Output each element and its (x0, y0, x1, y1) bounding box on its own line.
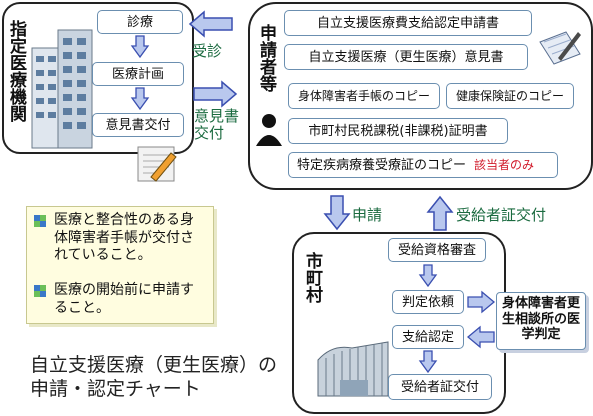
facility-step-opinion-issue: 意見書交付 (92, 113, 184, 137)
note-item-handbook: 医療と整合性のある身体障害者手帳が交付されていること。 (54, 212, 194, 263)
doc-disability-handbook-copy: 身体障害者手帳のコピー (288, 83, 440, 109)
muni-down-arrow-2 (418, 350, 438, 374)
muni-step-eligibility-review: 受給資格審査 (388, 238, 486, 262)
notepad-pen-icon (137, 146, 177, 182)
consult-arrow-left (188, 10, 233, 38)
apply-arrow-down (323, 195, 351, 231)
applicant-label: 申請者等 (256, 24, 276, 92)
note-item-apply-before: 医療の開始前に申請すること。 (54, 282, 194, 316)
muni-step-payment-approval: 支給認定 (392, 325, 464, 349)
doc-specified-disease-card-text: 特定疾病療養受療証のコピー (297, 157, 467, 173)
doc-opinion-form: 自立支援医療（更生医療）意見書 (284, 44, 528, 70)
apply-label: 申請 (352, 206, 383, 224)
consult-label: 受診 (192, 42, 223, 60)
requirements-note (26, 206, 214, 324)
muni-down-arrow-1 (418, 264, 438, 288)
judgment-request-arrow-right (467, 290, 496, 314)
facility-step-examination: 診療 (97, 10, 183, 34)
designated-facility-label: 指定医療機関 (6, 20, 26, 122)
note-bullet-1 (34, 215, 46, 227)
facility-down-arrow-1 (130, 35, 150, 59)
person-silhouette-icon (256, 114, 282, 146)
facility-step-medical-plan: 医療計画 (92, 62, 184, 86)
judgment-result-arrow-left (466, 325, 495, 349)
chart-title-line-2: 申請・認定チャート (30, 377, 201, 400)
notebook-pen-icon (539, 31, 581, 65)
doc-application-form: 自立支援医療費支給認定申請書 (284, 10, 532, 36)
muni-step-judgment-request: 判定依頼 (392, 290, 464, 314)
muni-step-certificate-issue: 受給者証交付 (388, 374, 492, 400)
certificate-issue-label: 受給者証交付 (456, 206, 547, 224)
rehab-center-medical-judgment: 身体障害者更生相談所の医学判定 (496, 292, 586, 350)
chart-title: 自立支援医療（更生医療）の 申請・認定チャート (30, 354, 277, 402)
chart-title-line-1: 自立支援医療（更生医療）の (30, 354, 278, 376)
municipality-label: 市町村 (302, 252, 322, 303)
note-bullet-2 (34, 285, 46, 297)
city-hall-building-icon (317, 341, 389, 397)
opinion-issue-arrow-right (193, 80, 238, 108)
opinion-issue-label: 意見書交付 (194, 107, 240, 142)
applicable-only-note: 該当者のみ (474, 158, 535, 172)
certificate-issue-arrow-up (426, 195, 454, 231)
doc-insurance-card-copy: 健康保険証のコピー (446, 83, 574, 109)
facility-down-arrow-2 (130, 87, 150, 111)
doc-tax-certificate: 市町村民税課税(非課税)証明書 (288, 118, 508, 144)
doc-specified-disease-card-copy: 特定疾病療養受療証のコピー 該当者のみ (288, 152, 558, 178)
hospital-building-icon (31, 29, 93, 149)
